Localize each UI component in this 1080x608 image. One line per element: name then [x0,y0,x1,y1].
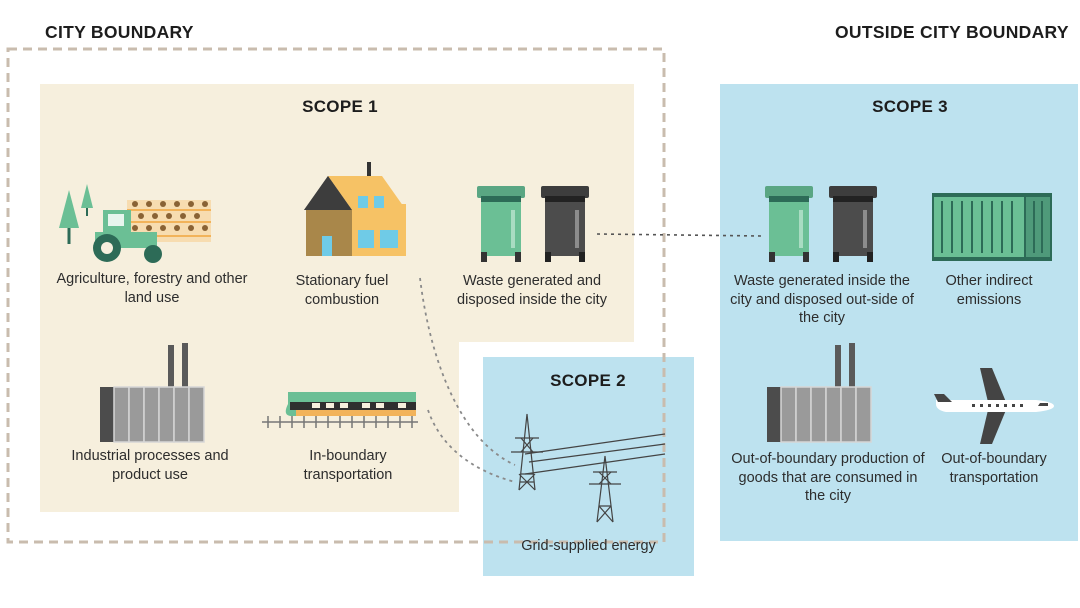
waste-bins-scope3 [765,186,877,262]
stationary-label: Stationary fuel combustion [295,273,389,308]
waste-scope3-label: Waste generated inside the city and disp… [730,273,914,326]
waste-bins-scope1 [477,186,589,262]
power-pylon-icon [511,413,666,523]
scope2-title: SCOPE 2 [550,371,626,390]
other-indirect-label: Other indirect emissions [945,273,1033,308]
outside-city-boundary-heading: OUTSIDE CITY BOUNDARY [835,22,1069,42]
airplane-icon [934,368,1054,444]
gray-bin-icon [541,186,589,262]
train-icon [262,392,418,428]
industrial-label: Industrial processes and product use [71,448,229,483]
gray-bin-icon [829,186,877,262]
green-bin-icon [765,186,813,262]
stationary-connector [419,277,516,466]
house-icon [304,162,406,256]
transport-scope1-label: In-boundary transportation [303,448,393,483]
city-boundary-frame [6,47,666,544]
grid-label: Grid-supplied energy [521,538,656,554]
scope3-title: SCOPE 3 [872,97,948,116]
factory-icon [100,343,205,443]
factory-icon [767,343,872,443]
waste-scope1-label: Waste generated and disposed inside the … [457,273,607,308]
tree-icon [59,184,93,244]
scope3-panel [720,84,1078,541]
tractor-body [93,210,162,263]
city-boundary-heading: CITY BOUNDARY [45,22,194,42]
goods-label: Out-of-boundary production of goods that… [731,451,925,504]
scope1-title: SCOPE 1 [302,97,378,116]
scope2-panel [483,357,694,576]
tractor-icon [59,184,211,263]
shipping-container-icon [932,193,1052,261]
green-bin-icon [477,186,525,262]
agriculture-label: Agriculture, forestry and other land use [56,271,248,306]
out-transport-label: Out-of-boundary transportation [941,451,1047,486]
